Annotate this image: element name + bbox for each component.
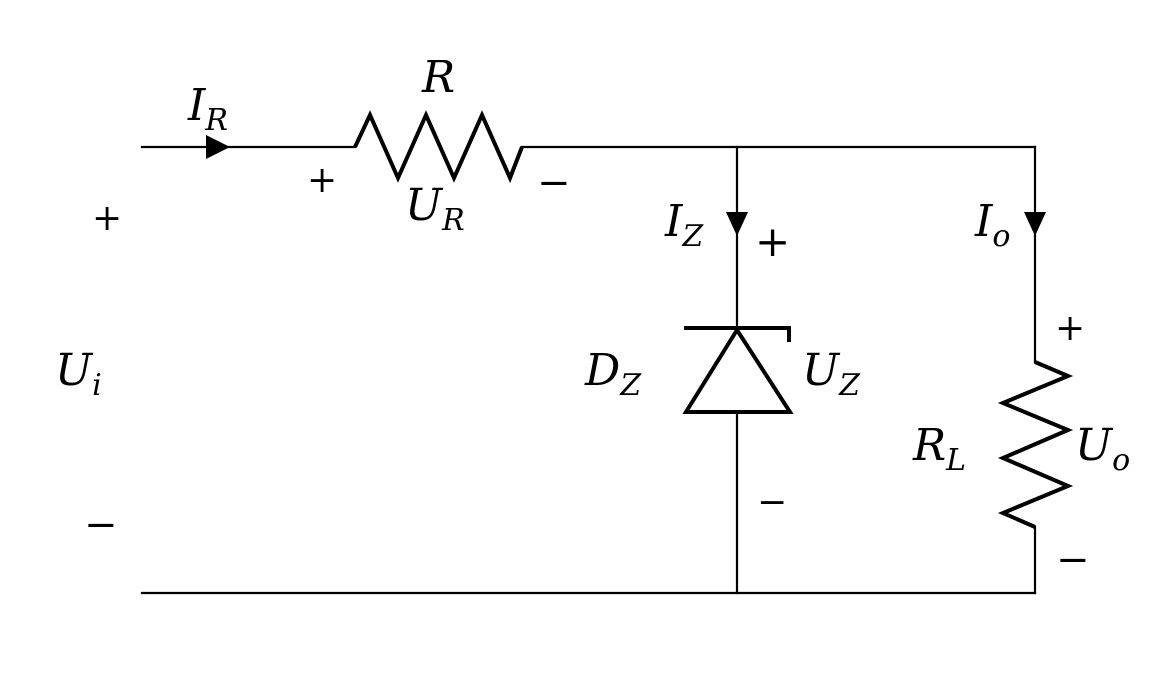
minus-sign-input: − bbox=[84, 502, 118, 548]
plus-sign-input: + bbox=[92, 198, 122, 239]
zener-triangle bbox=[682, 326, 794, 414]
minus-sign-zener: − bbox=[757, 482, 787, 523]
plus-sign-load: + bbox=[1055, 308, 1085, 349]
zener-cathode-bar bbox=[684, 326, 791, 342]
label-rl: RL bbox=[912, 420, 966, 478]
current-arrow-iz bbox=[726, 212, 748, 236]
minus-sign-load: − bbox=[1056, 537, 1090, 583]
label-ui: Ui bbox=[55, 345, 102, 403]
label-ur: UR bbox=[405, 180, 465, 238]
plus-sign-zener: + bbox=[755, 217, 790, 266]
plus-sign-resistor: + bbox=[307, 160, 337, 201]
label-ir: IR bbox=[187, 80, 228, 138]
label-r: R bbox=[421, 52, 455, 103]
label-iz: IZ bbox=[664, 196, 704, 254]
load-resistor bbox=[997, 360, 1074, 529]
minus-sign-resistor: − bbox=[537, 160, 571, 206]
wires bbox=[140, 145, 1037, 595]
label-uo: Uo bbox=[1075, 420, 1130, 478]
series-resistor bbox=[353, 110, 524, 184]
label-dz: DZ bbox=[584, 345, 642, 403]
label-io: Io bbox=[974, 196, 1010, 254]
zener-diode bbox=[682, 326, 794, 414]
label-uz: UZ bbox=[802, 345, 861, 403]
current-arrow-ir bbox=[206, 135, 230, 159]
current-arrow-io bbox=[1024, 212, 1046, 236]
